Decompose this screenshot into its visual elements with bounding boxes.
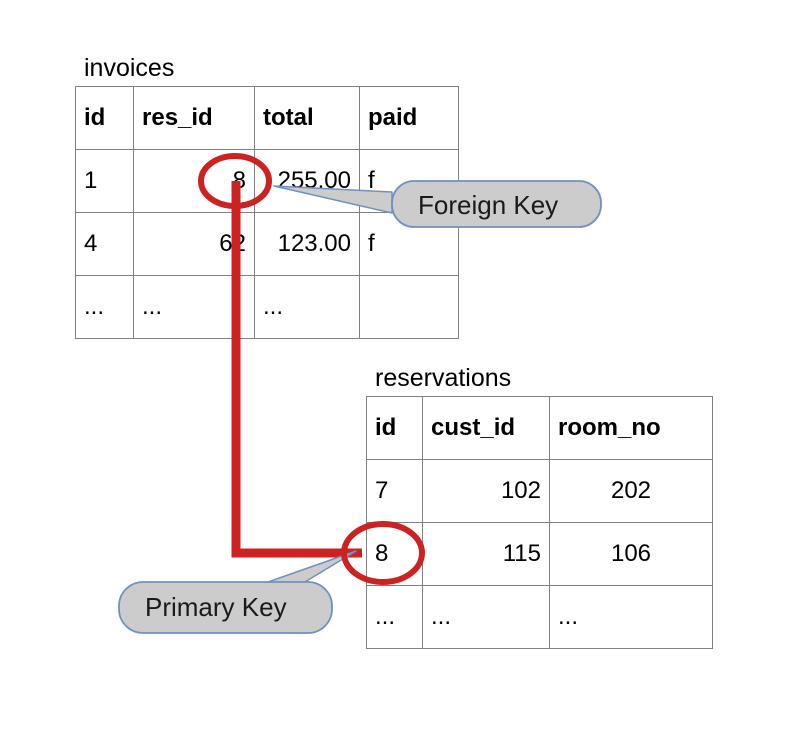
cell-invoices-res-id: 62 — [133, 212, 255, 276]
table-row: 7 102 202 — [366, 459, 713, 523]
cell-reservations-id: ... — [366, 585, 423, 649]
table-header-row: id res_id total paid — [75, 86, 459, 150]
cell-invoices-id: ... — [75, 275, 134, 339]
cell-invoices-paid — [359, 275, 459, 339]
cell-reservations-cust-id: ... — [422, 585, 550, 649]
cell-reservations-room-no: 106 — [549, 522, 713, 586]
table-row: ... ... ... — [366, 585, 713, 649]
invoices-table: id res_id total paid 1 8 255.00 f 4 62 1… — [75, 86, 459, 339]
reservations-table-title: reservations — [375, 364, 512, 392]
invoices-table-title: invoices — [84, 54, 175, 82]
cell-invoices-res-id: 8 — [133, 149, 255, 213]
cell-reservations-id: 8 — [366, 522, 423, 586]
table-row: 4 62 123.00 f — [75, 212, 459, 276]
column-header-total: total — [254, 86, 360, 150]
column-header-cust-id: cust_id — [422, 396, 550, 460]
cell-invoices-total: 123.00 — [254, 212, 360, 276]
column-header-res-id: res_id — [133, 86, 255, 150]
cell-reservations-room-no: 202 — [549, 459, 713, 523]
column-header-paid: paid — [359, 86, 459, 150]
cell-invoices-id: 1 — [75, 149, 134, 213]
foreign-key-callout-label: Foreign Key — [418, 190, 559, 220]
column-header-id: id — [366, 396, 423, 460]
primary-key-callout-label: Primary Key — [145, 592, 287, 622]
cell-reservations-room-no: ... — [549, 585, 713, 649]
cell-invoices-total: 255.00 — [254, 149, 360, 213]
cell-reservations-id: 7 — [366, 459, 423, 523]
table-header-row: id cust_id room_no — [366, 396, 713, 460]
cell-invoices-total: ... — [254, 275, 360, 339]
cell-reservations-cust-id: 115 — [422, 522, 550, 586]
cell-invoices-id: 4 — [75, 212, 134, 276]
cell-invoices-paid: f — [359, 212, 459, 276]
table-row: 8 115 106 — [366, 522, 713, 586]
cell-reservations-cust-id: 102 — [422, 459, 550, 523]
cell-invoices-res-id: ... — [133, 275, 255, 339]
table-row: 1 8 255.00 f — [75, 149, 459, 213]
column-header-id: id — [75, 86, 134, 150]
table-row: ... ... ... — [75, 275, 459, 339]
reservations-table: id cust_id room_no 7 102 202 8 115 106 .… — [366, 396, 713, 649]
primary-key-callout-tail — [267, 550, 357, 586]
column-header-room-no: room_no — [549, 396, 713, 460]
